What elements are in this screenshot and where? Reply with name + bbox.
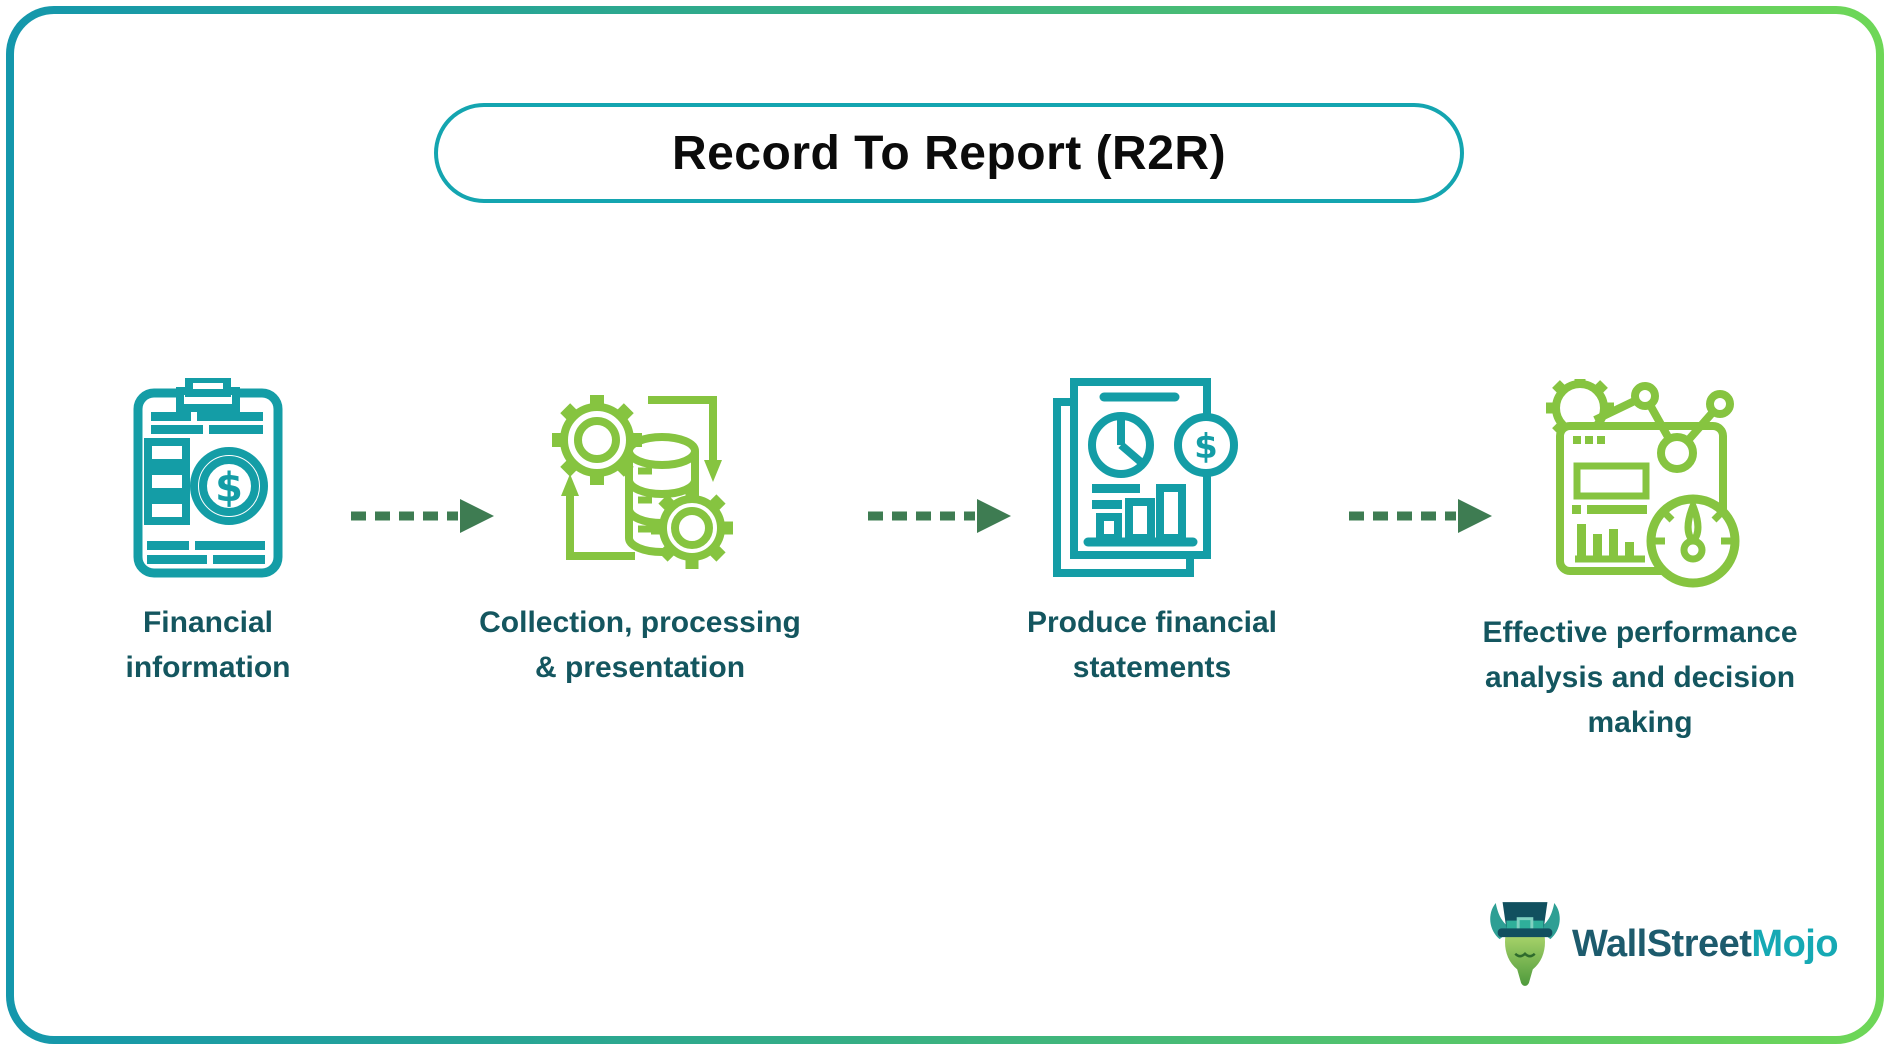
dashed-arrow-icon bbox=[868, 499, 1011, 533]
step-label: Financial information bbox=[125, 606, 291, 684]
bull-mascot-icon bbox=[1490, 902, 1560, 986]
step-label: Produce financial statements bbox=[1026, 606, 1278, 684]
performance-dashboard-icon bbox=[1545, 379, 1739, 588]
logo-text-accent: Mojo bbox=[1751, 922, 1839, 965]
step-collection-processing: Collection, processing & presentation bbox=[460, 378, 820, 690]
step-label: Collection, processing & presentation bbox=[479, 606, 801, 684]
wallstreetmojo-logo: WallStreetMojo bbox=[1486, 900, 1839, 988]
step-label: Effective performance analysis and decis… bbox=[1482, 616, 1798, 739]
logo-wordmark: WallStreetMojo bbox=[1572, 922, 1839, 966]
dashed-arrow-icon bbox=[1349, 499, 1492, 533]
step-financial-information: $ Financial information bbox=[48, 378, 368, 690]
gears-database-icon bbox=[552, 395, 733, 569]
step-produce-statements: $ Produce financial statements bbox=[980, 378, 1324, 690]
dashed-arrow-icon bbox=[351, 499, 494, 533]
step-performance-analysis: Effective performance analysis and decis… bbox=[1460, 378, 1820, 745]
page-title: Record To Report (R2R) bbox=[671, 126, 1227, 180]
svg-text:$: $ bbox=[1194, 427, 1218, 467]
financial-statements-icon: $ bbox=[1053, 378, 1238, 577]
clipboard-dollar-icon: $ bbox=[133, 378, 283, 578]
logo-text-primary: WallStreet bbox=[1572, 922, 1752, 965]
title-box: Record To Report (R2R) bbox=[434, 103, 1464, 203]
svg-text:$: $ bbox=[215, 465, 243, 511]
